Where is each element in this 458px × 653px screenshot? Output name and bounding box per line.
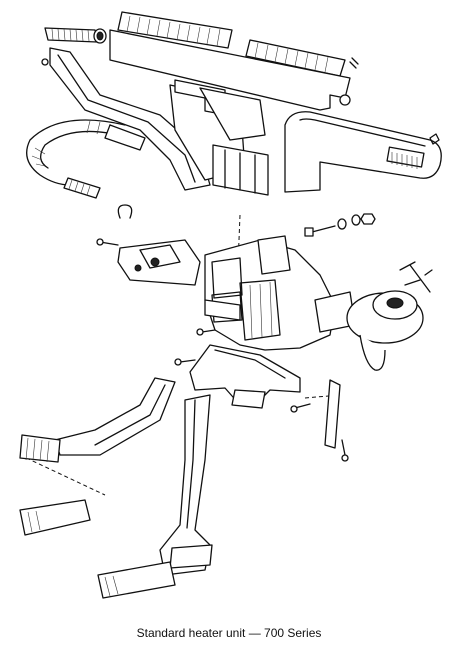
screws [174,328,349,462]
blower-motor-housing [314,261,433,371]
left-air-duct [49,47,211,191]
outlet-nozzle-bottom [97,561,176,599]
control-valve-module [96,238,201,286]
bolt-and-washers [304,213,376,237]
center-duct-column [169,79,269,196]
heater-housing [204,235,336,351]
alignment-line-lower [19,454,106,496]
outlet-nozzle-left [19,499,91,536]
defroster-grille-left [117,11,233,49]
left-floor-duct [19,377,176,463]
diagram-caption: Standard heater unit — 700 Series [136,626,322,640]
spring-clip [117,204,133,219]
mounting-bracket [324,379,341,449]
flexible-hose-left [26,119,146,199]
upper-distribution-duct [109,29,351,111]
top-left-flex-hose [41,27,107,66]
center-floor-duct [159,394,213,576]
right-curved-duct [284,111,442,193]
lower-distribution-duct [189,344,301,409]
